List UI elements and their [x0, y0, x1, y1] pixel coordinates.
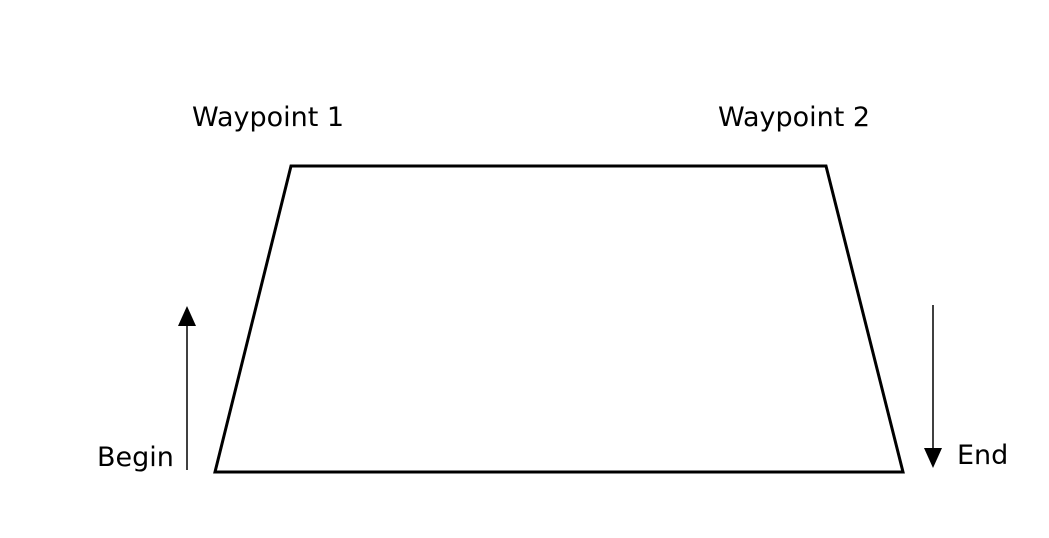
- trapezoid-path: [213, 164, 905, 474]
- waypoint-1-label: Waypoint 1: [192, 102, 345, 133]
- end-arrow: [924, 305, 942, 468]
- waypoint-2-label: Waypoint 2: [718, 102, 871, 133]
- begin-arrow: [178, 306, 196, 470]
- begin-label: Begin: [97, 442, 174, 473]
- end-label: End: [957, 440, 1009, 471]
